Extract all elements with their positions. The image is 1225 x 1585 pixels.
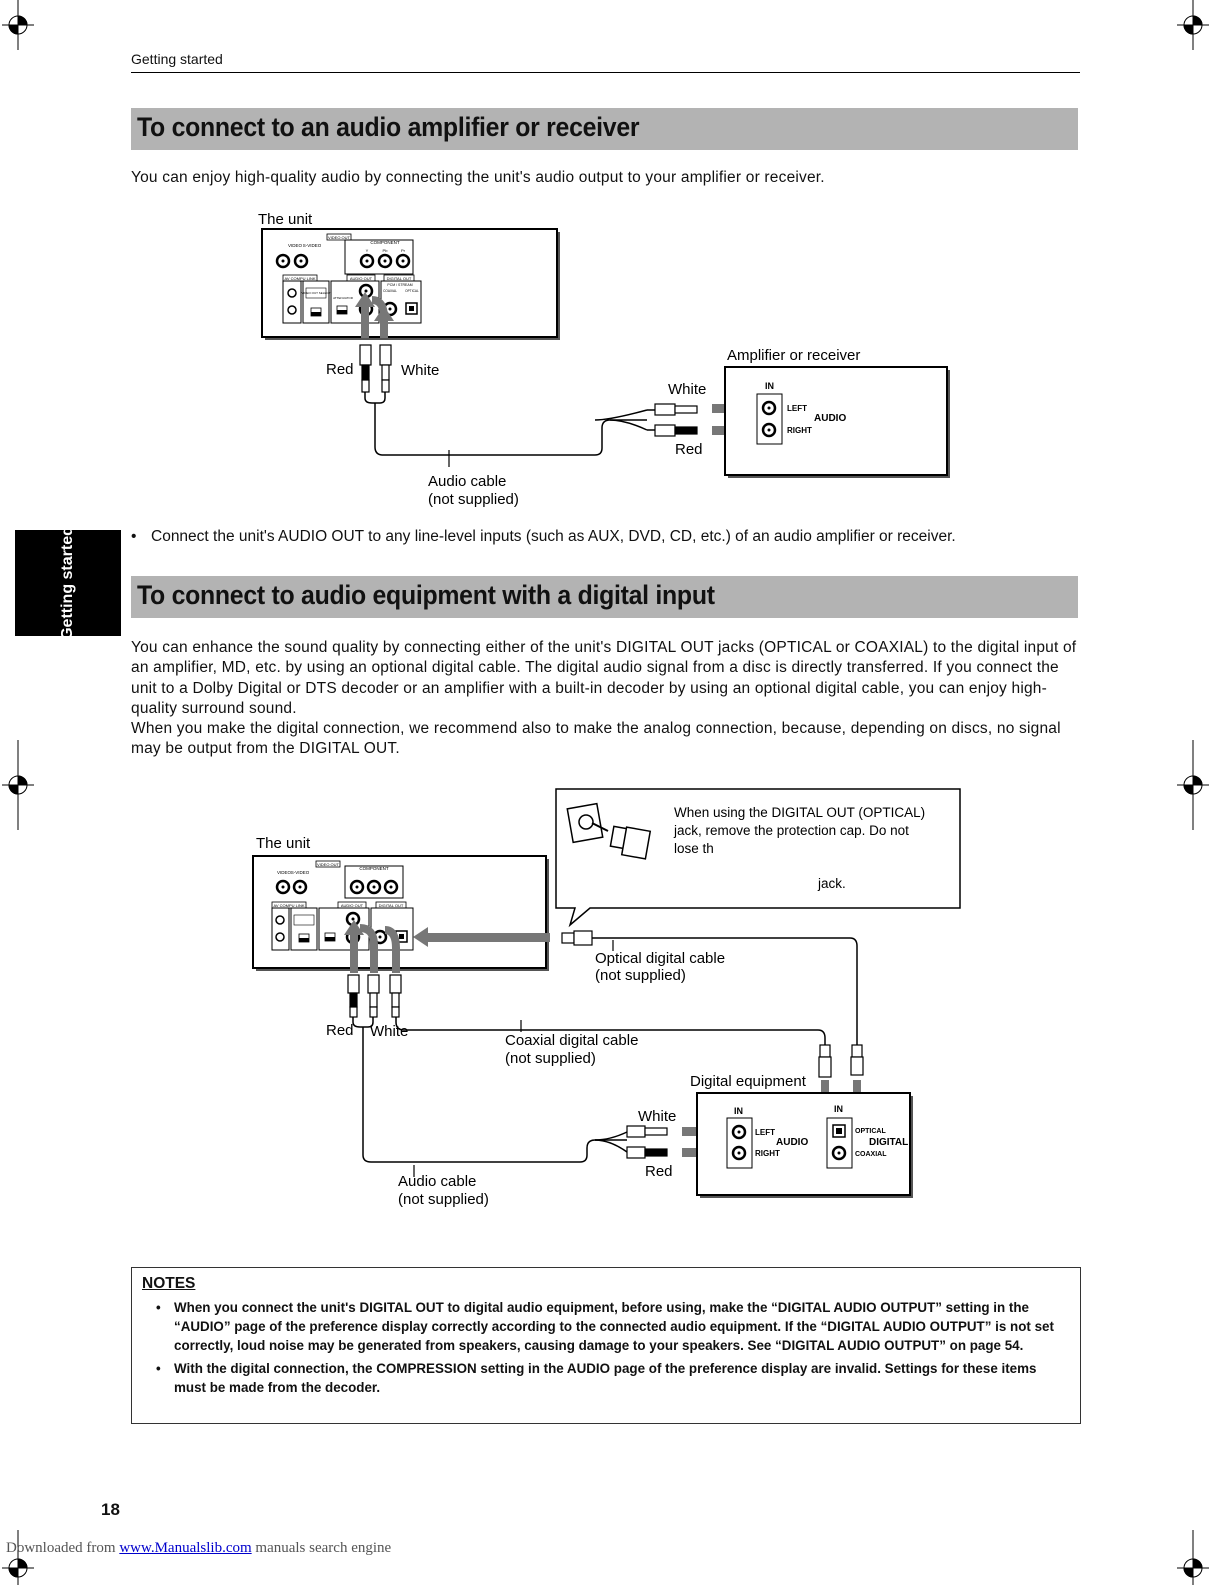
optical-cable xyxy=(592,937,858,1045)
svg-text:Amplifier or receiver: Amplifier or receiver xyxy=(727,347,860,364)
svg-text:White: White xyxy=(668,381,706,398)
svg-text:jack.: jack. xyxy=(817,876,846,891)
svg-text:White: White xyxy=(638,1108,676,1125)
svg-text:VIDEO OUT: VIDEO OUT xyxy=(317,862,340,867)
svg-text:OPTICAL: OPTICAL xyxy=(855,1128,886,1135)
audio-cable xyxy=(364,392,657,456)
notes-title: NOTES xyxy=(142,1275,196,1292)
svg-text:LEFT: LEFT xyxy=(787,404,807,413)
svg-text:LEFT: LEFT xyxy=(755,1128,775,1137)
svg-text:PCM / STREAM: PCM / STREAM xyxy=(387,283,412,287)
svg-text:COMPONENT: COMPONENT xyxy=(370,240,400,245)
svg-text:(not supplied): (not supplied) xyxy=(398,1191,489,1208)
svg-text:lose th: lose th xyxy=(674,841,714,856)
side-tab: Getting started xyxy=(15,526,121,640)
svg-text:VIDEO: VIDEO xyxy=(277,870,292,875)
digital-equipment-panel: IN LEFT RIGHT AUDIO IN OPTICAL COAXIAL D… xyxy=(696,1092,913,1198)
svg-text:OPTICAL: OPTICAL xyxy=(405,289,419,293)
svg-text:COAXIAL: COAXIAL xyxy=(383,289,397,293)
svg-text:Pr: Pr xyxy=(401,248,406,253)
svg-text:COAXIAL: COAXIAL xyxy=(855,1151,887,1158)
note-item: When you connect the unit's DIGITAL OUT … xyxy=(152,1298,1057,1355)
header-rule xyxy=(131,72,1080,73)
svg-text:DIGITAL OUT: DIGITAL OUT xyxy=(387,276,412,281)
unit-rear-panel: VIDEO OUT VIDEO S-VIDEO COMPONENT Y Pb P… xyxy=(261,228,560,340)
svg-text:DIGITAL: DIGITAL xyxy=(869,1137,908,1148)
note-item: With the digital connection, the COMPRES… xyxy=(152,1359,1057,1397)
svg-text:Red: Red xyxy=(675,441,703,458)
unit-label: The unit xyxy=(256,835,311,852)
svg-text:VIDEO: VIDEO xyxy=(288,243,303,248)
amplifier-panel: IN LEFT RIGHT AUDIO xyxy=(724,366,950,478)
section1-intro: You can enjoy high-quality audio by conn… xyxy=(131,169,825,186)
section2-title: To connect to audio equipment with a dig… xyxy=(137,580,715,610)
rca-plug-red-amp xyxy=(654,424,698,437)
svg-text:Red: Red xyxy=(645,1163,673,1180)
svg-text:IN: IN xyxy=(834,1104,843,1114)
rca-plug-red xyxy=(359,344,372,393)
section1-bullet: •Connect the unit's AUDIO OUT to any lin… xyxy=(131,528,956,545)
svg-text:S-VIDEO: S-VIDEO xyxy=(303,243,322,248)
footer-suffix: manuals search engine xyxy=(251,1540,392,1556)
page-number: 18 xyxy=(101,1500,120,1519)
svg-text:AUDIO: AUDIO xyxy=(776,1137,808,1148)
svg-text:AUDIO OUT: AUDIO OUT xyxy=(341,903,364,908)
svg-text:AV COMPU LINK: AV COMPU LINK xyxy=(284,276,315,281)
footer-link[interactable]: www.Manualslib.com xyxy=(119,1540,252,1556)
callout-box xyxy=(555,788,961,928)
svg-text:AV COMPU LINK: AV COMPU LINK xyxy=(273,903,304,908)
svg-text:White: White xyxy=(401,362,439,379)
svg-text:COMPONENT: COMPONENT xyxy=(359,866,389,871)
svg-text:(not supplied): (not supplied) xyxy=(595,967,686,984)
svg-text:S-VIDEO: S-VIDEO xyxy=(291,870,310,875)
svg-text:IN: IN xyxy=(765,381,774,391)
section2-paragraph1: You can enhance the sound quality by con… xyxy=(131,639,1077,718)
svg-text:DIGITAL OUT: DIGITAL OUT xyxy=(379,903,404,908)
svg-text:Audio cable: Audio cable xyxy=(398,1173,476,1190)
section2-paragraph2: When you make the digital connection, we… xyxy=(131,720,1061,758)
svg-text:White: White xyxy=(370,1023,408,1040)
notes-box: NOTES When you connect the unit's DIGITA… xyxy=(131,1267,1081,1424)
diagram-digital-connection: When using the DIGITAL OUT (OPTICAL) jac… xyxy=(252,788,961,1208)
unit-rear-panel-2: VIDEO OUT VIDEO S-VIDEO COMPONENT AV COM… xyxy=(252,855,549,971)
footer-prefix: Downloaded from xyxy=(6,1540,120,1556)
svg-text:jack, remove the protection ca: jack, remove the protection cap. Do not xyxy=(673,823,909,838)
svg-text:(not supplied): (not supplied) xyxy=(428,491,519,508)
svg-text:VIDEO OUT SELECT: VIDEO OUT SELECT xyxy=(302,291,331,295)
svg-text:VIDEO OUT: VIDEO OUT xyxy=(328,235,351,240)
diagram-analog-connection: The unit VIDEO OUT VIDEO S-VIDEO COMPONE… xyxy=(258,211,950,508)
svg-text:Red: Red xyxy=(326,361,354,378)
svg-text:Audio cable: Audio cable xyxy=(428,473,506,490)
section2-title-bar: To connect to audio equipment with a dig… xyxy=(131,576,1078,618)
notes-list: When you connect the unit's DIGITAL OUT … xyxy=(152,1298,1057,1401)
svg-text:(not supplied): (not supplied) xyxy=(505,1050,596,1067)
svg-text:AUDIO: AUDIO xyxy=(814,413,846,424)
svg-text:ATTENUATOR: ATTENUATOR xyxy=(333,296,354,300)
svg-text:Optical digital cable: Optical digital cable xyxy=(595,950,725,967)
footer: Downloaded from www.Manualslib.com manua… xyxy=(6,1540,391,1557)
crop-mark-mid-left xyxy=(2,769,34,801)
protection-cap-illustration xyxy=(566,802,652,860)
svg-text:Pb: Pb xyxy=(383,248,389,253)
side-tab-label: Getting started xyxy=(59,526,76,640)
svg-text:Red: Red xyxy=(326,1022,354,1039)
section1-title: To connect to an audio amplifier or rece… xyxy=(137,112,640,142)
svg-text:Coaxial digital cable: Coaxial digital cable xyxy=(505,1032,638,1049)
coaxial-cable xyxy=(395,1017,826,1045)
unit-label: The unit xyxy=(258,211,313,228)
running-head: Getting started xyxy=(131,51,223,67)
svg-text:When using the DIGITAL OUT (OP: When using the DIGITAL OUT (OPTICAL) xyxy=(674,805,925,820)
svg-text:AUDIO OUT: AUDIO OUT xyxy=(350,276,373,281)
audio-cable-2 xyxy=(352,1017,627,1163)
svg-text:Y: Y xyxy=(366,248,369,253)
section1-title-bar: To connect to an audio amplifier or rece… xyxy=(131,108,1078,150)
rca-plug-white xyxy=(379,344,392,393)
section1-bullet-text: Connect the unit's AUDIO OUT to any line… xyxy=(151,528,956,545)
svg-text:IN: IN xyxy=(734,1106,743,1116)
rca-plug-white-amp xyxy=(654,403,698,416)
svg-text:Digital equipment: Digital equipment xyxy=(690,1073,807,1090)
svg-text:RIGHT: RIGHT xyxy=(755,1149,780,1158)
svg-text:RIGHT: RIGHT xyxy=(787,426,812,435)
